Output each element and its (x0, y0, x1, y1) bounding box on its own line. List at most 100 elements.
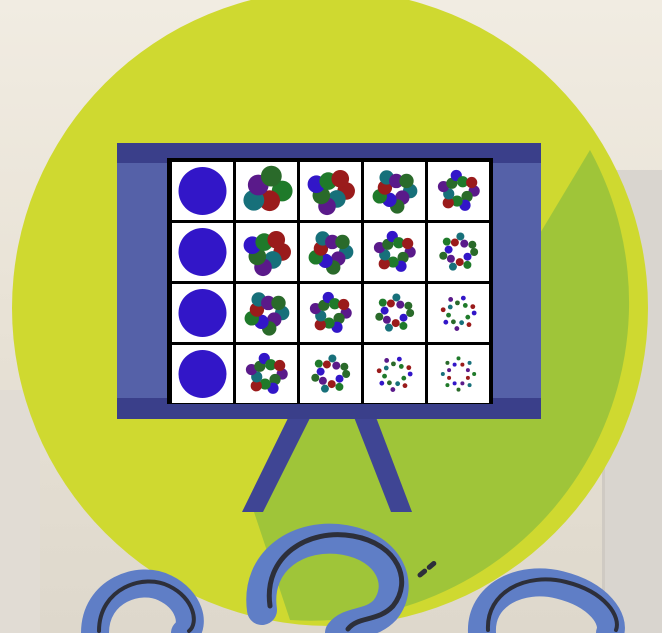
fractal-dot (460, 381, 464, 385)
fractal-dot (441, 372, 445, 376)
fractal-dot (453, 381, 457, 385)
fractal-dot (399, 174, 413, 188)
fractal-dot (404, 302, 412, 310)
fractal-dot (335, 383, 343, 391)
fractal-dot (467, 322, 472, 327)
fractal-dot (468, 361, 472, 365)
fractal-dot (179, 167, 227, 215)
fractal-dot (456, 232, 464, 240)
fractal-dot (441, 307, 446, 312)
fractal-dot (342, 370, 350, 378)
fractal-dot (472, 311, 477, 316)
fractal-dot (390, 387, 395, 392)
fractal-dot (382, 374, 387, 379)
grid-cell (300, 345, 361, 403)
fractal-dot (460, 240, 468, 248)
fractal-dot (468, 241, 476, 249)
fractal-dot (379, 299, 387, 307)
fractal-dot (179, 228, 227, 276)
grid-cell (428, 223, 489, 281)
fractal-dot (271, 296, 285, 310)
fractal-dot (453, 363, 457, 367)
fractal-dot (457, 388, 461, 392)
fractal-dot (447, 376, 451, 380)
fractal-dot (261, 166, 282, 187)
fractal-dot (446, 313, 451, 318)
fractal-dot (445, 361, 449, 365)
fractal-dot (445, 383, 449, 387)
fractal-dot (470, 304, 475, 309)
fractal-dot (340, 363, 348, 371)
fractal-dot (383, 316, 391, 324)
fractal-dot (468, 383, 472, 387)
fractal-dot (466, 177, 477, 188)
fractal-dot (447, 368, 451, 372)
fractal-dot (377, 368, 382, 373)
fractal-dot (451, 238, 459, 246)
fractal-dot (399, 364, 404, 369)
fractal-dot (395, 381, 400, 386)
fractal-dot (472, 372, 476, 376)
fractal-dot (456, 258, 464, 266)
fractal-dot (335, 235, 349, 249)
fractal-dot (403, 383, 408, 388)
fractal-dot (461, 296, 466, 301)
fractal-dot (470, 248, 478, 256)
fractal-dot (447, 255, 455, 263)
fractal-dot (443, 238, 451, 246)
fractal-dot (443, 320, 448, 325)
fractal-dot (391, 361, 396, 366)
fractal-dot (451, 319, 456, 324)
fractal-dot (466, 376, 470, 380)
fractal-dot (455, 300, 460, 305)
fractal-dot (448, 297, 453, 302)
fractal-dot (397, 357, 402, 362)
question-mark-right-icon (482, 579, 617, 633)
fractal-dot (457, 356, 461, 360)
fractal-dot (460, 363, 464, 367)
fractal-dot (401, 376, 406, 381)
fractal-dot (449, 263, 457, 271)
fractal-dot (392, 293, 400, 301)
question-mark-left-icon (95, 581, 194, 633)
fractal-dot (392, 319, 400, 327)
fractal-dot (466, 368, 470, 372)
fractal-dot (464, 253, 472, 261)
fractal-dot (179, 289, 227, 337)
fractal-dot (463, 261, 471, 269)
fractal-dot (408, 372, 413, 377)
fractal-dot (465, 315, 470, 320)
fractal-dot (311, 374, 319, 382)
fractal-dot (274, 360, 285, 371)
fractal-dot (381, 307, 389, 315)
fractal-dot (387, 380, 392, 385)
fractal-dot (399, 322, 407, 330)
fractal-dot (439, 252, 447, 260)
fractal-dot (387, 299, 395, 307)
fractal-dot (384, 358, 389, 363)
fractal-dot (179, 350, 227, 398)
fractal-dot (463, 303, 468, 308)
fractal-dot (375, 313, 383, 321)
fractal-dot (400, 314, 408, 322)
fractal-dot (406, 309, 414, 317)
fractal-dot (323, 360, 331, 368)
fractal-dot (402, 238, 413, 249)
fractal-dot (332, 362, 340, 370)
fractal-dot (406, 365, 411, 370)
fractal-dot (459, 320, 464, 325)
fractal-dot (336, 375, 344, 383)
grid-cell (364, 284, 425, 342)
fractal-dot (317, 368, 325, 376)
fractal-dot (328, 354, 336, 362)
grid-cell (428, 345, 489, 403)
grid-cell (364, 345, 425, 403)
fractal-dot (321, 385, 329, 393)
fractal-dot (338, 299, 349, 310)
fractal-dot (384, 366, 389, 371)
fractal-dot (379, 381, 384, 386)
fractal-dot (267, 231, 285, 249)
fractal-dot (331, 170, 349, 188)
fractal-dot (328, 380, 336, 388)
